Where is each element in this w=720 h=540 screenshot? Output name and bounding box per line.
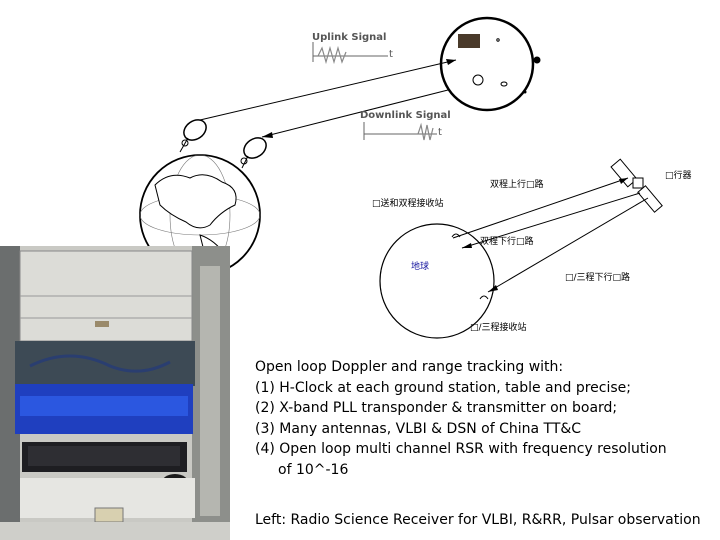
spacecraft-image bbox=[458, 34, 480, 48]
downlink-waveform bbox=[363, 122, 437, 141]
caption-intro: Open loop Doppler and range tracking wit… bbox=[255, 359, 564, 375]
caption-item-2: (2) X-band PLL transponder & transmitter… bbox=[255, 400, 618, 416]
three-way-downlink-label: □/三程下行□路 bbox=[565, 273, 631, 283]
earth-label: 地球 bbox=[411, 262, 430, 272]
uplink-time-axis: t bbox=[389, 49, 393, 60]
caption-item-1: (1) H-Clock at each ground station, tabl… bbox=[255, 379, 631, 396]
two-way-uplink-label: 双程上行□路 bbox=[490, 180, 544, 190]
satellite-icon bbox=[610, 158, 663, 213]
earth-circle bbox=[379, 223, 495, 339]
caption-item-3: (3) Many antennas, VLBI & DSN of China T… bbox=[255, 420, 582, 437]
antenna-2 bbox=[240, 137, 267, 169]
two-way-downlink-label: 双程下行□路 bbox=[480, 237, 534, 247]
earth-globe bbox=[139, 154, 261, 276]
spacecraft-label: □行器 bbox=[665, 171, 692, 181]
footer-note: Left: Radio Science Receiver for VLBI, R… bbox=[255, 512, 701, 528]
target-planet bbox=[439, 16, 535, 112]
caption-item-4-continued: of 10^-16 bbox=[278, 461, 349, 478]
receiver-rack-photo bbox=[0, 246, 230, 540]
uplink-waveform bbox=[312, 42, 388, 65]
uplink-label: Uplink Signal bbox=[312, 32, 387, 43]
caption-item-4: (4) Open loop multi channel RSR with fre… bbox=[255, 441, 667, 457]
downlink-label: Downlink Signal bbox=[360, 110, 451, 121]
antenna-1 bbox=[179, 119, 207, 153]
three-way-station-label: □/三程接收站 bbox=[470, 323, 527, 333]
downlink-time-axis: t bbox=[438, 127, 442, 138]
caption-block: Open loop Doppler and range tracking wit… bbox=[255, 357, 715, 480]
tx-rx-station-label: □送和双程接收站 bbox=[372, 199, 444, 209]
